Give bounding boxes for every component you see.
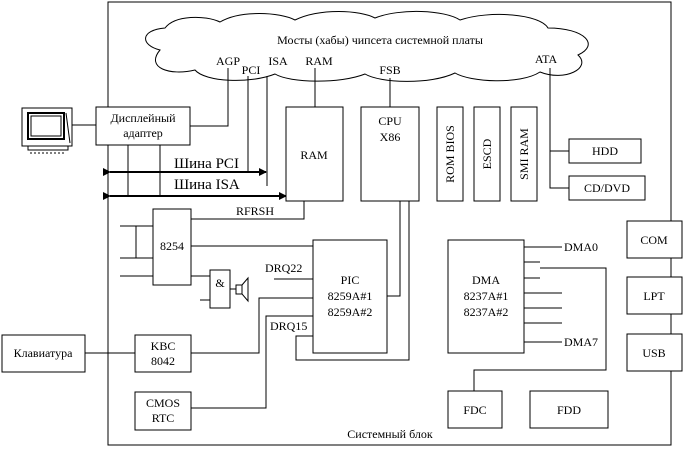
smi-ram-label: SMI RAM xyxy=(517,128,531,180)
pic-label-2: 8259A#1 xyxy=(328,289,373,303)
dma0-label: DMA0 xyxy=(564,240,598,254)
escd-box xyxy=(473,106,501,202)
kbc-label-2: 8042 xyxy=(151,354,175,368)
rom-bios-box xyxy=(436,106,464,202)
dma-channel-lines xyxy=(524,246,562,343)
dma-fdc-link xyxy=(473,267,607,391)
drq15-label: DRQ15 xyxy=(270,319,307,333)
dma-label-1: DMA xyxy=(472,273,500,287)
kbc-box xyxy=(134,334,192,373)
cd-dvd-box xyxy=(568,175,646,201)
agp-link xyxy=(190,68,229,127)
cd-dvd-label: CD/DVD xyxy=(584,181,630,195)
kbc-pic-link xyxy=(191,297,313,354)
ata-cd-link xyxy=(549,151,569,189)
keyboard-label: Клавиатура xyxy=(14,346,74,360)
pci-bus-label: Шина PCI xyxy=(174,156,239,172)
dma7-label: DMA7 xyxy=(564,335,598,349)
pic-cpu-link xyxy=(387,201,401,297)
isa-bus-label: Шина ISA xyxy=(174,177,240,193)
cmos-rtc-box xyxy=(134,391,192,431)
pic-box xyxy=(312,239,388,354)
hdd-label: HDD xyxy=(592,144,618,158)
com-label: COM xyxy=(640,233,668,247)
port-label-pci: PCI xyxy=(242,63,261,77)
cpu-box xyxy=(360,106,420,202)
ram-box-label: RAM xyxy=(300,148,328,162)
cmos-label-1: CMOS xyxy=(146,396,180,410)
pic-label-1: PIC xyxy=(341,273,360,287)
chipset-cloud-label: Мосты (хабы) чипсета системной платы xyxy=(277,33,483,47)
kbc-label-1: KBC xyxy=(151,339,176,353)
cmos-label-2: RTC xyxy=(152,411,175,425)
pic-label-3: 8259A#2 xyxy=(328,305,373,319)
ram-box xyxy=(285,106,344,202)
cpu-label-2: X86 xyxy=(380,130,401,144)
rfrsh-link xyxy=(191,201,305,220)
speaker-icon xyxy=(235,276,249,303)
fdd-label: FDD xyxy=(557,403,581,417)
port-label-agp: AGP xyxy=(216,54,240,68)
cpu-label-1: CPU xyxy=(378,114,402,128)
display-adapter-label: Дисплейный адаптер xyxy=(110,111,176,140)
fdd-box xyxy=(529,390,609,429)
lpt-box xyxy=(626,276,683,315)
display-adapter-box xyxy=(95,106,191,146)
keyboard-box xyxy=(1,334,86,373)
cmos-pic-link xyxy=(191,315,313,409)
rom-bios-label: ROM BIOS xyxy=(443,125,457,183)
chipset-cloud: Мосты (хабы) чипсета системной платы AGP… xyxy=(145,11,589,82)
port-label-fsb: FSB xyxy=(379,63,400,77)
drq22-label: DRQ22 xyxy=(265,261,302,275)
port-label-isa: ISA xyxy=(268,54,288,68)
timer-8254-label: 8254 xyxy=(160,239,184,253)
lpt-label: LPT xyxy=(643,289,665,303)
com-box xyxy=(626,220,683,259)
monitor-icon xyxy=(21,107,73,154)
timer-input-loop xyxy=(135,225,153,259)
usb-label: USB xyxy=(642,346,665,360)
timer-8254-box xyxy=(152,208,192,286)
dma-box xyxy=(447,239,525,354)
fdc-box xyxy=(447,390,503,429)
dma-label-2: 8237A#1 xyxy=(464,289,509,303)
usb-box xyxy=(626,333,683,372)
dma-cpu-link xyxy=(295,201,410,361)
escd-label: ESCD xyxy=(480,138,494,169)
dma-label-3: 8237A#2 xyxy=(464,305,509,319)
system-unit-label: Системный блок xyxy=(347,427,433,441)
fdc-label: FDC xyxy=(463,403,486,417)
port-label-ram: RAM xyxy=(305,54,333,68)
port-label-ata: ATA xyxy=(535,52,558,66)
smi-ram-box xyxy=(510,106,538,202)
hdd-box xyxy=(568,138,642,164)
and-gate-label: & xyxy=(215,276,225,290)
rfrsh-label: RFRSH xyxy=(236,204,274,218)
